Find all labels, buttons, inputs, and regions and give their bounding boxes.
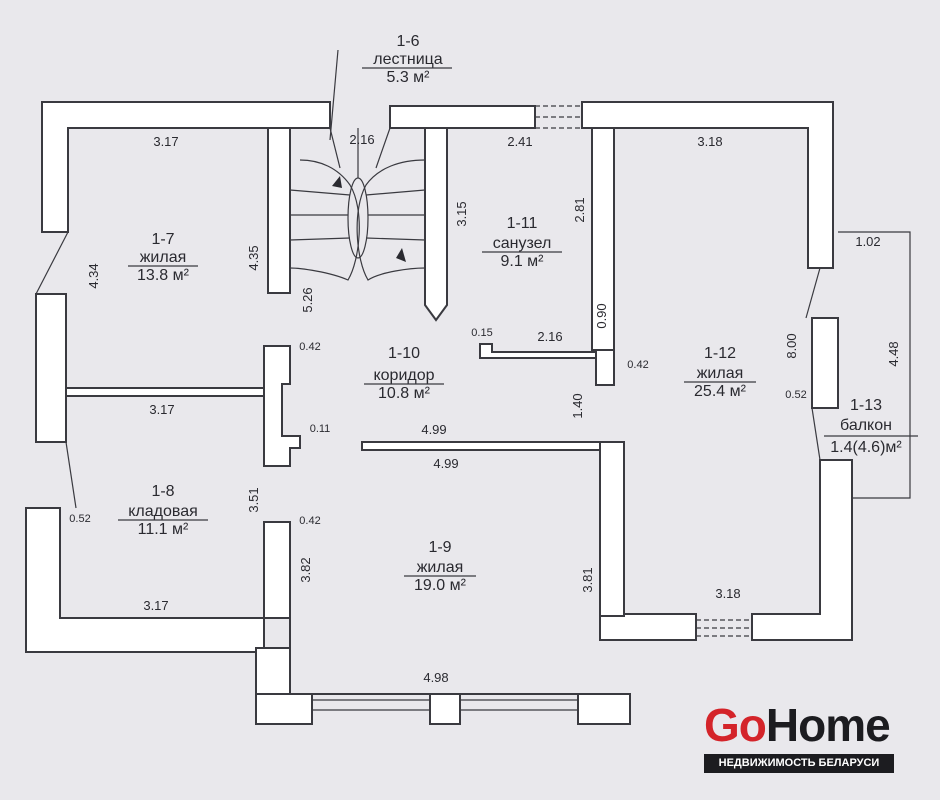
svg-text:8.00: 8.00 [784,333,799,358]
svg-text:0.42: 0.42 [627,359,648,371]
svg-text:11.1 м²: 11.1 м² [138,521,189,538]
svg-text:коридор: коридор [373,367,434,384]
svg-text:4.99: 4.99 [421,422,446,437]
svg-text:1.02: 1.02 [855,234,880,249]
svg-text:балкон: балкон [840,417,892,434]
svg-text:3.17: 3.17 [153,134,178,149]
svg-text:1-10: 1-10 [388,345,420,362]
room-1-12-label: 1-12 жилая 25.4 м² [684,345,756,400]
svg-text:0.52: 0.52 [69,513,90,525]
balcony-outline [838,231,911,499]
brand-go: Go [704,699,767,751]
room-1-9-label: 1-9 жилая 19.0 м² [404,539,476,594]
svg-text:кладовая: кладовая [128,503,198,520]
svg-text:3.17: 3.17 [149,402,174,417]
svg-text:5.3 м²: 5.3 м² [386,69,430,86]
svg-text:0.11: 0.11 [310,423,331,435]
brand-home: Home [765,699,891,751]
svg-text:2.41: 2.41 [507,134,532,149]
svg-text:9.1 м²: 9.1 м² [500,253,544,270]
brand-title: GoHome [704,702,894,748]
inner-walls [65,127,625,695]
svg-text:жилая: жилая [417,559,464,576]
svg-text:4.48: 4.48 [886,341,901,366]
room-1-10-label: 1-10 коридор 10.8 м² [364,345,444,402]
room-1-8-label: 1-8 кладовая 11.1 м² [118,483,208,538]
svg-text:2.16: 2.16 [349,132,374,147]
svg-text:1-7: 1-7 [151,231,174,248]
svg-text:1-12: 1-12 [704,345,736,362]
svg-text:19.0 м²: 19.0 м² [414,577,467,594]
svg-text:2.16: 2.16 [537,329,562,344]
svg-text:4.35: 4.35 [246,245,261,270]
svg-text:лестница: лестница [373,51,443,68]
room-1-11-label: 1-11 санузел 9.1 м² [482,215,562,270]
svg-text:3.51: 3.51 [246,487,261,512]
svg-text:3.18: 3.18 [715,586,740,601]
svg-text:3.17: 3.17 [143,598,168,613]
windows [35,105,821,711]
svg-text:санузел: санузел [493,235,552,252]
svg-text:1.4(4.6)м²: 1.4(4.6)м² [830,439,902,456]
brand-logo: GoHome НЕДВИЖИМОСТЬ БЕЛАРУСИ [704,702,894,773]
svg-text:0.15: 0.15 [471,327,492,339]
svg-text:1-13: 1-13 [850,397,882,414]
svg-text:жилая: жилая [697,365,744,382]
svg-text:1-9: 1-9 [428,539,451,556]
room-1-6-label: 1-6 лестница 5.3 м² [362,33,452,86]
svg-text:1-11: 1-11 [507,215,538,232]
svg-text:13.8 м²: 13.8 м² [137,267,190,284]
svg-text:5.26: 5.26 [300,287,315,312]
svg-text:0.42: 0.42 [299,341,320,353]
room-1-13-label: 1-13 балкон 1.4(4.6)м² [824,397,918,456]
svg-text:3.18: 3.18 [697,134,722,149]
svg-text:2.81: 2.81 [572,197,587,222]
svg-text:4.99: 4.99 [433,456,458,471]
staircase [289,49,426,281]
svg-text:1-8: 1-8 [151,483,174,500]
svg-text:4.98: 4.98 [423,670,448,685]
svg-text:1-6: 1-6 [396,33,419,50]
svg-text:0.52: 0.52 [785,389,806,401]
svg-text:3.15: 3.15 [454,201,469,226]
brand-subtitle: НЕДВИЖИМОСТЬ БЕЛАРУСИ [704,754,894,773]
svg-text:жилая: жилая [140,249,187,266]
dimension-labels: 3.17 4.35 4.34 3.17 2.16 3.15 5.26 2.41 … [69,132,901,685]
svg-text:0.42: 0.42 [299,515,320,527]
svg-text:1.40: 1.40 [570,393,585,418]
svg-text:4.34: 4.34 [86,263,101,288]
svg-text:3.81: 3.81 [580,567,595,592]
svg-text:10.8 м²: 10.8 м² [378,385,431,402]
svg-text:0.90: 0.90 [594,303,609,328]
room-1-7-label: 1-7 жилая 13.8 м² [128,231,198,284]
svg-text:3.82: 3.82 [298,557,313,582]
svg-text:25.4 м²: 25.4 м² [694,383,747,400]
